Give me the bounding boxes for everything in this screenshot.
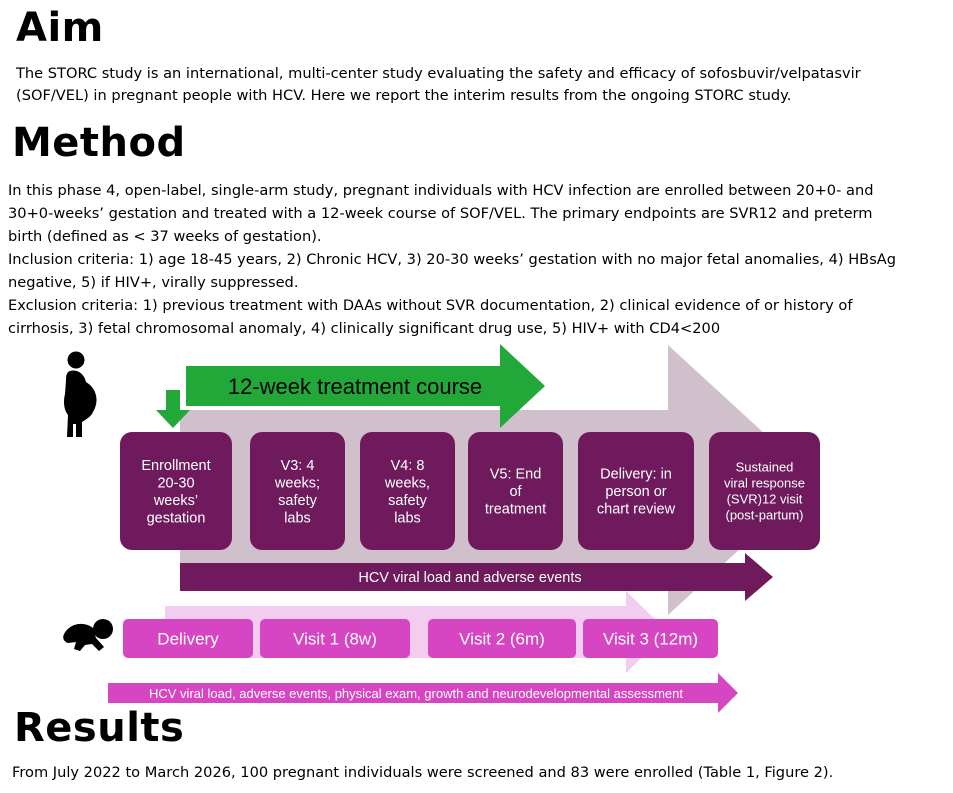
treatment-course-label: 12-week treatment course [228,374,482,399]
inclusion-line-2: negative, 5) if HIV+, virally suppressed… [8,274,299,291]
maternal-visit-box [468,432,563,550]
maternal-visit-label: (SVR)12 visit [727,492,803,507]
maternal-visit-box [250,432,345,550]
method-line-1: In this phase 4, open-label, single-arm … [8,182,874,199]
method-line-3: birth (defined as < 37 weeks of gestatio… [8,228,322,245]
maternal-visit-box [120,432,232,550]
maternal-visit-label: safety [278,493,317,509]
maternal-visit-label: V3: 4 [281,458,315,474]
maternal-visit-label: weeks, [384,475,430,491]
enrollment-down-arrow [156,390,190,428]
maternal-visit-label: safety [388,493,427,509]
maternal-visit-label: Enrollment [141,458,210,474]
infant-visit-label: Visit 3 (12m) [603,630,698,649]
infant-visit-box [428,619,576,658]
method-line-2: 30+0-weeks’ gestation and treated with a… [8,205,873,222]
maternal-visit-box [360,432,455,550]
maternal-visit-label: labs [284,510,311,526]
maternal-visit-label: weeks’ [153,493,198,509]
maternal-visit-label: Delivery: in [600,467,672,483]
infant-assessment-arrow [108,673,738,713]
infant-assessment-label: HCV viral load, adverse events, physical… [149,686,683,701]
maternal-visit-label: Sustained [736,460,794,475]
maternal-visit-label: labs [394,510,421,526]
study-design-diagram: 12-week treatment course Enrollment20-30… [63,344,820,713]
crawling-baby-icon [63,619,113,651]
aim-line-1: The STORC study is an international, mul… [16,65,861,82]
infant-visit-label: Delivery [157,630,219,649]
aim-line-2: (SOF/VEL) in pregnant people with HCV. H… [16,87,792,104]
inclusion-line-1: Inclusion criteria: 1) age 18-45 years, … [8,251,897,268]
maternal-visit-label: chart review [597,502,676,518]
maternal-visit-label: viral response [724,476,805,491]
maternal-assessment-arrow [180,553,773,601]
maternal-assessment-label: HCV viral load and adverse events [358,570,581,586]
aim-heading: Aim [16,5,104,51]
maternal-visit-label: V4: 8 [391,458,425,474]
infant-visit-label: Visit 1 (8w) [293,630,377,649]
maternal-visit-label: person or [605,484,666,500]
maternal-visit-label: weeks; [274,475,320,491]
method-heading: Method [12,120,186,166]
maternal-visit-box [709,432,820,550]
exclusion-line-2: cirrhosis, 3) fetal chromosomal anomaly,… [8,320,721,337]
infant-visit-box [583,619,718,658]
maternal-visit-label: treatment [485,502,546,518]
maternal-visit-label: V5: End [490,467,542,483]
infant-visit-box [260,619,410,658]
maternal-visit-box [578,432,694,550]
maternal-visit-label: 20-30 [157,475,194,491]
results-line-1: From July 2022 to March 2026, 100 pregna… [12,764,834,781]
maternal-visit-label: gestation [147,510,206,526]
results-heading: Results [14,705,185,751]
infant-visit-label: Visit 2 (6m) [459,630,545,649]
exclusion-line-1: Exclusion criteria: 1) previous treatmen… [8,297,853,314]
maternal-visit-label: of [509,484,522,500]
maternal-visit-label: (post-partum) [725,508,803,523]
treatment-course-arrow [186,344,545,428]
pregnant-person-icon [64,351,97,437]
infant-visit-box [123,619,253,658]
